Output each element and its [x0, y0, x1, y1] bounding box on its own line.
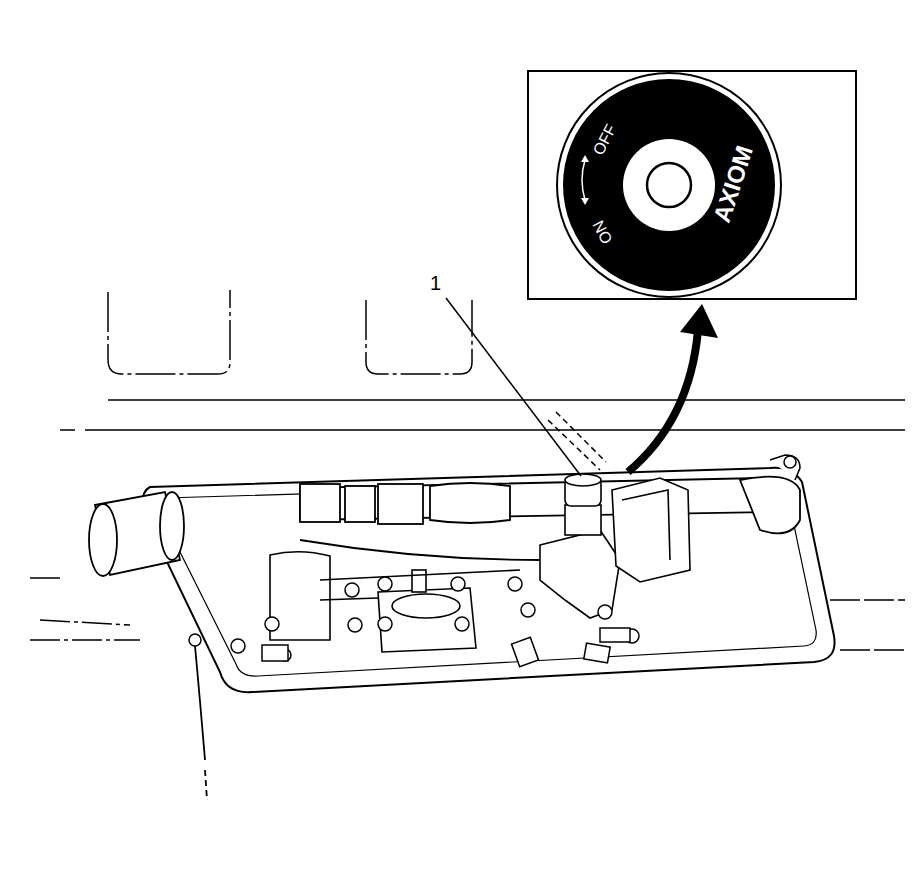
wiring-clip — [770, 455, 800, 480]
air-duct — [160, 492, 184, 560]
housing-tray — [142, 468, 834, 692]
actuator-valve — [612, 478, 690, 582]
bolt — [348, 618, 362, 632]
air-duct — [430, 483, 510, 523]
wire — [205, 770, 207, 800]
housing-tray — [142, 468, 834, 692]
actuator-valve — [540, 474, 690, 618]
detail-arrow — [628, 330, 698, 472]
bolt — [378, 617, 392, 631]
wiring-clip — [262, 645, 288, 661]
air-duct — [378, 484, 423, 524]
air-duct — [89, 477, 800, 576]
wiring-clip — [511, 637, 538, 666]
switch-knob — [529, 72, 855, 298]
background-panel — [830, 600, 905, 650]
bolt — [265, 617, 279, 631]
bolt — [455, 617, 469, 631]
leader-line — [446, 298, 581, 476]
air-duct — [345, 486, 375, 522]
wiring-clip — [600, 628, 630, 642]
background-panel — [60, 429, 905, 431]
air-duct — [89, 504, 117, 576]
pump-body — [320, 570, 520, 600]
bolt — [345, 583, 359, 597]
detail-inset: OFFONAXIOM — [527, 70, 857, 300]
wiring-clip — [784, 456, 796, 468]
wire — [195, 646, 205, 760]
bolt — [598, 605, 612, 619]
bolt — [508, 577, 522, 591]
leader-line — [548, 412, 606, 470]
background-panel — [108, 399, 905, 401]
background-panel — [108, 290, 230, 374]
knob-ring — [623, 139, 715, 231]
wiring-clip — [584, 643, 610, 663]
actuator-valve — [565, 505, 601, 535]
air-duct — [740, 477, 800, 534]
bolt — [189, 577, 639, 661]
bolt — [451, 577, 465, 591]
bolt — [521, 603, 535, 617]
arrow-head — [581, 198, 589, 205]
pump-body — [270, 552, 520, 652]
leader-line — [446, 298, 606, 476]
direction-arrow — [582, 160, 585, 200]
arrow-head — [581, 155, 589, 162]
bolt — [189, 634, 201, 646]
knob-ring — [563, 79, 775, 291]
wire — [300, 540, 540, 560]
detail-arrow — [628, 304, 718, 472]
pump-body — [378, 588, 476, 652]
wiring-clip — [262, 455, 800, 667]
callout-number: 1 — [430, 273, 441, 293]
pump-body — [392, 594, 460, 618]
knob-ring — [557, 73, 781, 297]
bolt — [378, 577, 392, 591]
knob-ring — [647, 163, 691, 207]
actuator-valve — [622, 490, 670, 560]
bolt — [231, 639, 245, 653]
background-panel — [30, 578, 140, 640]
air-duct — [300, 484, 340, 522]
detail-arrow — [680, 304, 718, 338]
actuator-valve — [540, 530, 620, 618]
wire — [195, 540, 540, 800]
pump-body — [412, 570, 426, 592]
actuator-valve — [565, 474, 601, 486]
